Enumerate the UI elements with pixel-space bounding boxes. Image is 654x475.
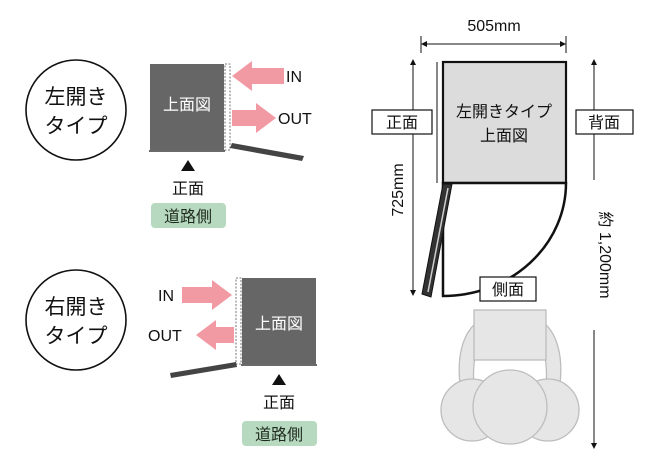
unit-box-line2: 上面図 [480, 127, 528, 145]
left-opening-badge-line2: タイプ [45, 115, 108, 138]
left-in-arrow [232, 61, 284, 91]
left-unit-side-panel [224, 63, 231, 151]
left-opening-badge [25, 59, 127, 161]
right-in-label: IN [158, 288, 174, 305]
person-object [473, 309, 547, 361]
left-door [230, 143, 304, 161]
left-road-label: 道路側 [164, 208, 212, 226]
open-door-panel [421, 183, 453, 298]
person-head [472, 369, 548, 445]
left-front-marker [181, 160, 195, 171]
front-label-box [371, 109, 433, 135]
right-road-label: 道路側 [255, 426, 303, 444]
right-out-arrow [196, 320, 234, 350]
open-door-highlight [427, 187, 449, 293]
left-front-label: 正面 [172, 181, 204, 198]
right-opening-section: 右開き タイプ 上面図 IN OUT 正面 道路側 [25, 269, 317, 446]
left-out-arrow [232, 103, 276, 133]
right-opening-badge [25, 269, 127, 371]
width-dim-label: 505mm [467, 18, 520, 35]
person-figure [440, 309, 580, 445]
unit-box-line1: 左開きタイプ [456, 103, 552, 121]
right-in-arrow [182, 280, 232, 310]
right-unit-side-panel [235, 277, 242, 365]
right-unit-top-view [242, 278, 316, 364]
right-door [170, 362, 237, 378]
dimension-section: 505mm 725mm 約 1,200mm 左開きタイプ 上面図 正面 背面 側… [371, 18, 634, 449]
right-road-badge [242, 421, 317, 446]
back-label-box [575, 109, 634, 135]
left-in-label: IN [286, 69, 302, 86]
door-swing-arc [441, 181, 568, 298]
left-road-badge [151, 203, 226, 228]
side-label-box [479, 276, 537, 302]
right-front-label: 正面 [263, 395, 295, 412]
left-unit-label: 上面図 [163, 96, 211, 114]
front-label: 正面 [386, 115, 418, 132]
left-unit-top-view [150, 64, 224, 150]
right-unit-label: 上面図 [255, 315, 303, 333]
total-dim-label: 約 1,200mm [596, 211, 614, 298]
right-opening-badge-line2: タイプ [45, 325, 108, 348]
left-opening-section: 左開き タイプ 上面図 IN OUT 正面 道路側 [25, 59, 312, 228]
left-out-label: OUT [278, 111, 312, 128]
right-opening-badge-line1: 右開き [45, 296, 108, 319]
back-label: 背面 [588, 114, 620, 132]
right-out-label: OUT [148, 328, 182, 345]
side-label: 側面 [492, 281, 524, 299]
left-opening-badge-line1: 左開き [45, 86, 108, 109]
depth-dim-label: 725mm [390, 163, 407, 216]
right-front-marker [272, 374, 286, 385]
total-dim-label-bg [585, 180, 603, 330]
unit-top-box [441, 60, 568, 185]
